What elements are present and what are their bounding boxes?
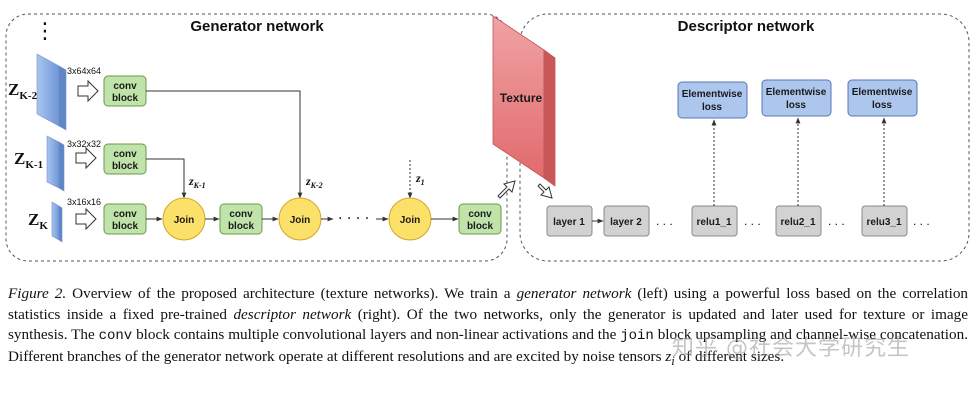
generator-panel	[5, 13, 508, 262]
svg-text:conv: conv	[113, 149, 137, 160]
layer-relu2-1: relu2_1	[775, 205, 822, 237]
loss-box-2: Elementwise loss	[761, 79, 832, 117]
texture-slab: Texture	[492, 15, 556, 187]
layer-relu3-1: relu3_1	[861, 205, 908, 237]
conv-block-k: conv block	[103, 203, 147, 235]
svg-text:Elementwise: Elementwise	[852, 87, 913, 98]
size-label-k-1: 3x32x32	[67, 139, 101, 149]
input-arrow-k	[75, 207, 97, 231]
conv-block-final: conv block	[458, 203, 502, 235]
conv-block-k-2: conv block	[103, 75, 147, 107]
svg-text:conv: conv	[113, 209, 137, 220]
size-label-k: 3x16x16	[67, 197, 101, 207]
texture-label: Texture	[500, 91, 543, 105]
svg-text:Join: Join	[400, 215, 421, 226]
input-tensor-k-2	[36, 53, 67, 131]
descriptor-ellipsis-3: . . .	[828, 214, 845, 228]
conv-block-k-1: conv block	[103, 143, 147, 175]
input-arrow-k-1	[75, 146, 97, 170]
layer-2: layer 2	[603, 205, 650, 237]
generator-ellipsis: · · · ·	[338, 211, 369, 227]
descriptor-title: Descriptor network	[678, 18, 815, 35]
generator-title: Generator network	[190, 18, 324, 35]
noise-label-k-1: zK-1	[188, 174, 206, 190]
z-label-k-2: ZK-2	[8, 80, 38, 102]
z-label-k: ZK	[28, 210, 48, 232]
svg-text:loss: loss	[786, 100, 806, 111]
loss-box-3: Elementwise loss	[847, 79, 918, 117]
svg-text:Elementwise: Elementwise	[766, 87, 827, 98]
z-label-k-1: ZK-1	[14, 149, 43, 171]
svg-text:Elementwise: Elementwise	[682, 89, 743, 100]
connector-k-2	[146, 90, 303, 199]
svg-text:layer 1: layer 1	[553, 217, 585, 228]
svg-text:conv: conv	[229, 209, 253, 220]
svg-text:Join: Join	[290, 215, 311, 226]
svg-text:loss: loss	[872, 100, 892, 111]
svg-text:layer 2: layer 2	[610, 217, 642, 228]
caption-fig-label: Figure 2.	[8, 285, 67, 302]
svg-text:block: block	[112, 221, 139, 232]
figure-caption: Figure 2. Overview of the proposed archi…	[8, 285, 969, 368]
descriptor-ellipsis-4: . . .	[913, 214, 930, 228]
svg-text:block: block	[112, 93, 139, 104]
noise-label-k-2: zK-2	[305, 174, 323, 190]
svg-text:relu1_1: relu1_1	[696, 217, 731, 228]
svg-text:conv: conv	[113, 81, 137, 92]
connector-k-1	[146, 158, 187, 199]
generator-vdots: ⋮	[34, 19, 56, 44]
to-texture-arrow	[497, 180, 516, 199]
architecture-diagram: Generator network Descriptor network ⋮ Z…	[5, 13, 970, 262]
input-arrow-k-2	[77, 79, 99, 103]
svg-text:conv: conv	[468, 209, 492, 220]
svg-text:loss: loss	[702, 102, 722, 113]
join-node-3: Join	[388, 197, 432, 241]
input-tensor-k	[51, 201, 63, 243]
descriptor-ellipsis-2: . . .	[744, 214, 761, 228]
join-node-1: Join	[162, 197, 206, 241]
noise-label-1: z1	[415, 171, 425, 187]
svg-text:Join: Join	[174, 215, 195, 226]
layer-1: layer 1	[546, 205, 593, 237]
layer-relu1-1: relu1_1	[691, 205, 738, 237]
from-texture-arrow	[537, 183, 553, 199]
loss-box-1: Elementwise loss	[677, 81, 748, 119]
svg-text:relu2_1: relu2_1	[780, 217, 815, 228]
svg-text:relu3_1: relu3_1	[866, 217, 901, 228]
descriptor-ellipsis-1: . . .	[656, 214, 673, 228]
conv-block-mid: conv block	[219, 203, 263, 235]
svg-text:block: block	[228, 221, 255, 232]
svg-text:block: block	[467, 221, 494, 232]
size-label-k-2: 3x64x64	[67, 66, 101, 76]
svg-text:block: block	[112, 161, 139, 172]
input-tensor-k-1	[46, 135, 65, 192]
join-node-2: Join	[278, 197, 322, 241]
